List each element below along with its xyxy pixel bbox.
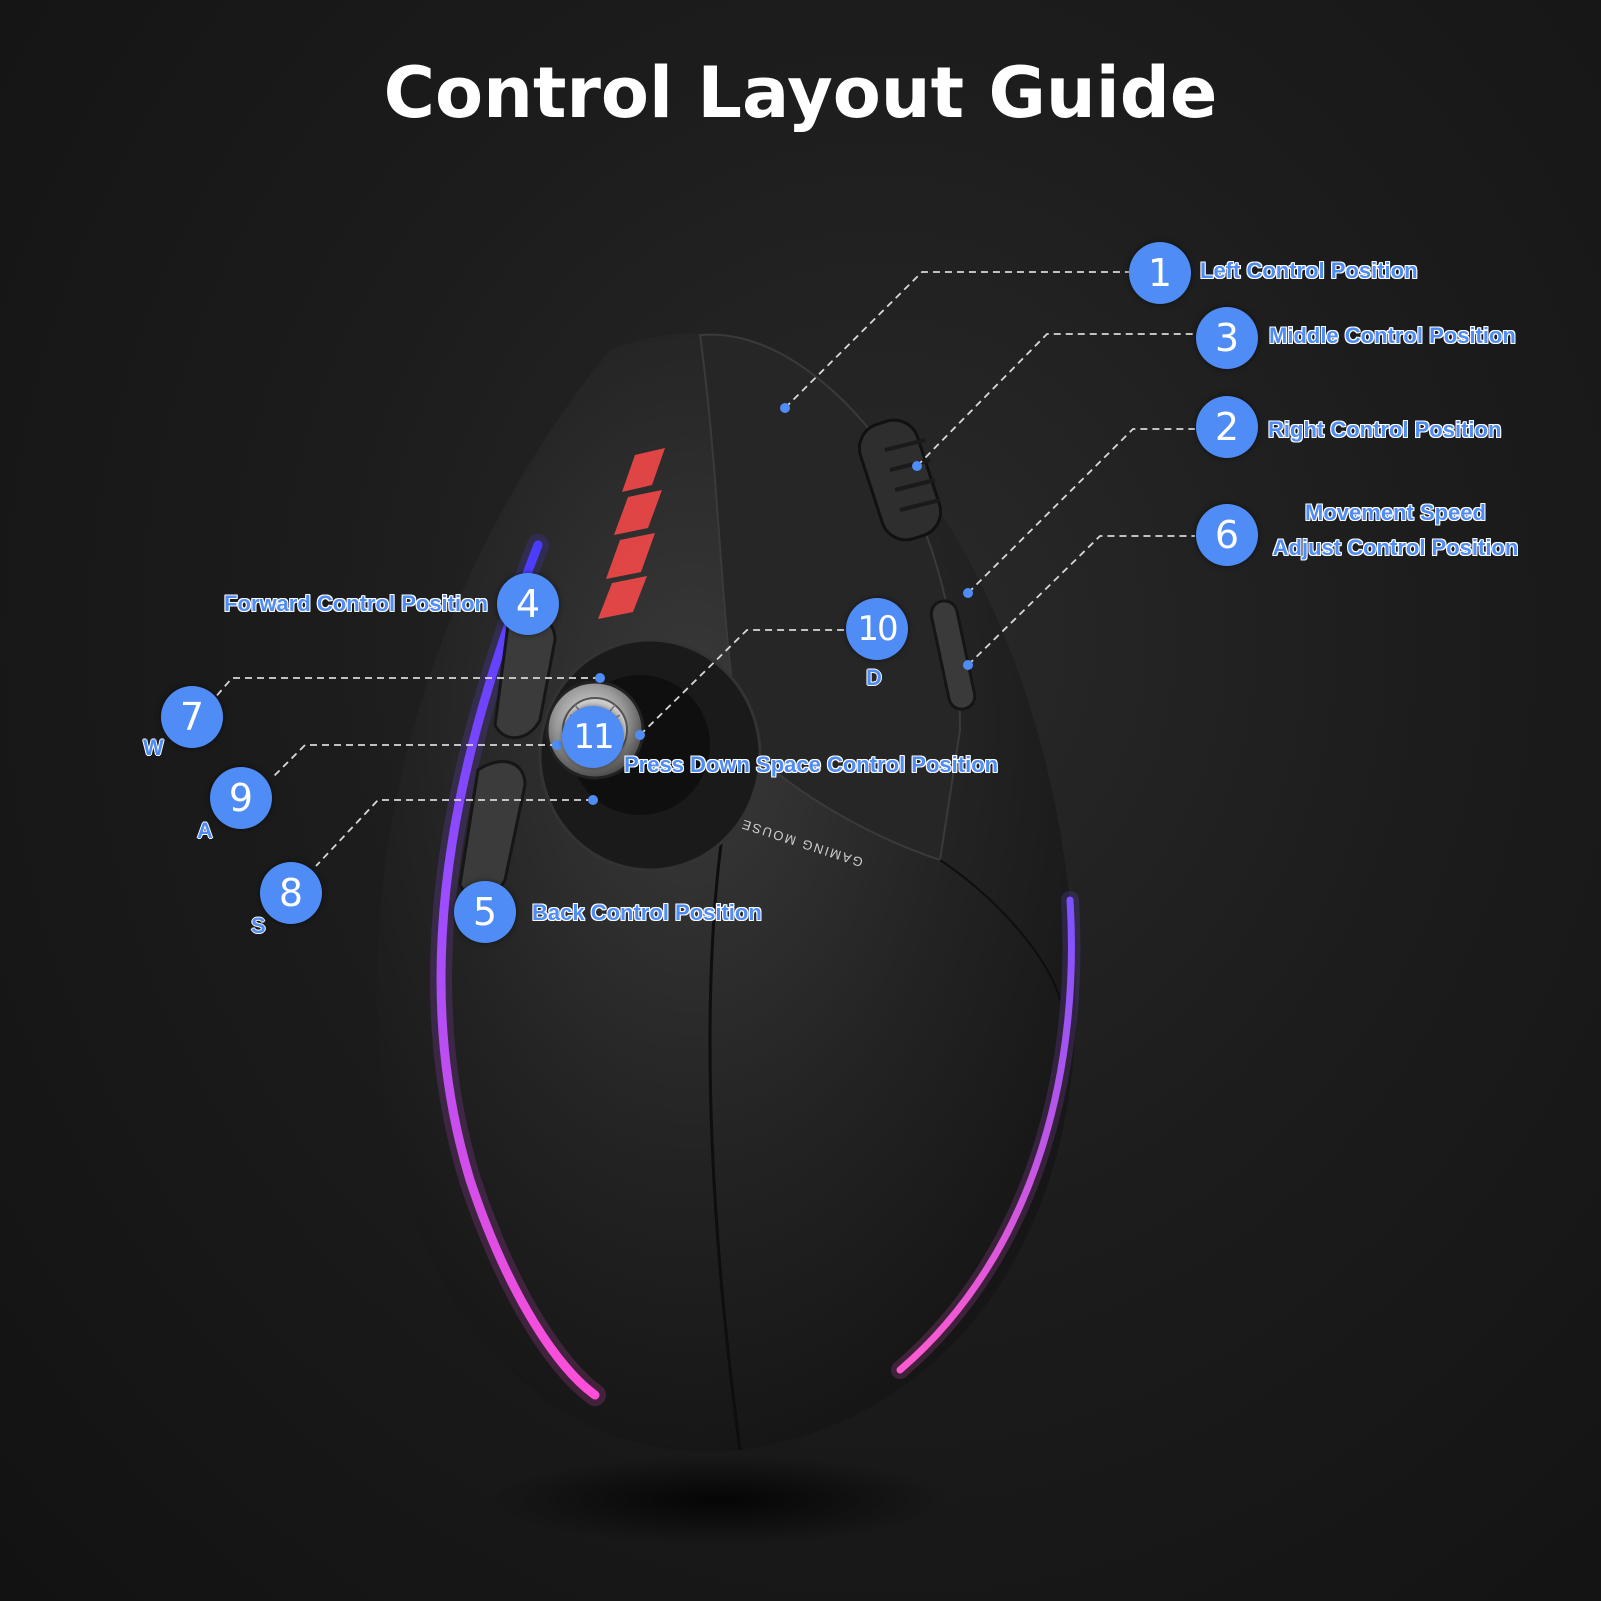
leader-line-1	[784, 271, 1130, 409]
callout-6-label-line2: Adjust Control Position	[1272, 535, 1519, 560]
callout-2-label: Right Control Position	[1268, 417, 1502, 442]
callout-9-badge: 9	[210, 767, 272, 829]
leader-line-3	[916, 333, 1195, 467]
led-strip-right-glow	[891, 891, 1081, 1379]
callout-3-label: Middle Control Position	[1269, 323, 1516, 348]
callout-11-badge: 11	[562, 706, 624, 768]
leader-line-10	[639, 629, 848, 736]
speed-button	[929, 599, 977, 711]
callout-5-badge: 5	[454, 881, 516, 943]
callout-7-key: W	[143, 735, 164, 760]
callout-1-label: Left Control Position	[1200, 258, 1418, 283]
leader-line-2	[967, 428, 1195, 594]
callout-9-key: A	[197, 818, 213, 843]
leader-dots	[552, 403, 973, 805]
callout-4-label: Forward Control Position	[224, 591, 488, 616]
leader-line-6	[967, 535, 1195, 666]
red-accent-stripes	[598, 448, 665, 619]
callout-5-label: Back Control Position	[532, 900, 762, 925]
leader-lines	[212, 271, 1195, 867]
callout-6-label-line1: Movement Speed	[1305, 500, 1486, 525]
leader-line-7	[212, 677, 600, 701]
leader-line-9	[271, 744, 557, 779]
callout-10-key: D	[866, 665, 882, 690]
callout-7-badge: 7	[161, 686, 223, 748]
callout-2-badge: 2	[1196, 396, 1258, 458]
scroll-wheel-ribs	[884, 438, 941, 512]
page-title: Control Layout Guide	[383, 52, 1218, 134]
side-seam	[939, 859, 1061, 1001]
mouse-shadow	[490, 1455, 950, 1545]
top-panel	[698, 333, 962, 862]
callout-1-badge: 1	[1129, 242, 1191, 304]
scroll-wheel	[857, 418, 943, 542]
callout-10-badge: 10	[846, 598, 908, 660]
led-strip-left-glow	[430, 534, 606, 1406]
callout-3-badge: 3	[1196, 307, 1258, 369]
callout-6-badge: 6	[1196, 504, 1258, 566]
callout-8-key: S	[251, 913, 266, 938]
callout-4-badge: 4	[497, 573, 559, 635]
callout-8-badge: 8	[260, 862, 322, 924]
callout-11-label: Press Down Space Control Position	[624, 752, 999, 777]
